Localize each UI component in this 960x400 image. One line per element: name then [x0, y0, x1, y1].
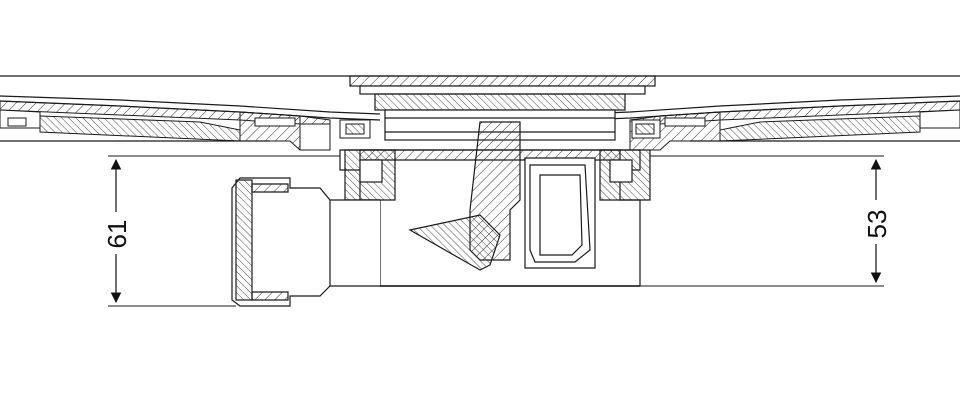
left-flange: [0, 100, 371, 151]
outlet-pipe: [231, 177, 380, 307]
dimension-label-left: 61: [102, 220, 132, 249]
dimension-right: 53: [640, 155, 892, 287]
dimension-label-right: 53: [862, 210, 892, 239]
right-flange: [629, 100, 960, 151]
dimension-left: 61: [102, 155, 340, 307]
drain-body: [339, 121, 651, 287]
